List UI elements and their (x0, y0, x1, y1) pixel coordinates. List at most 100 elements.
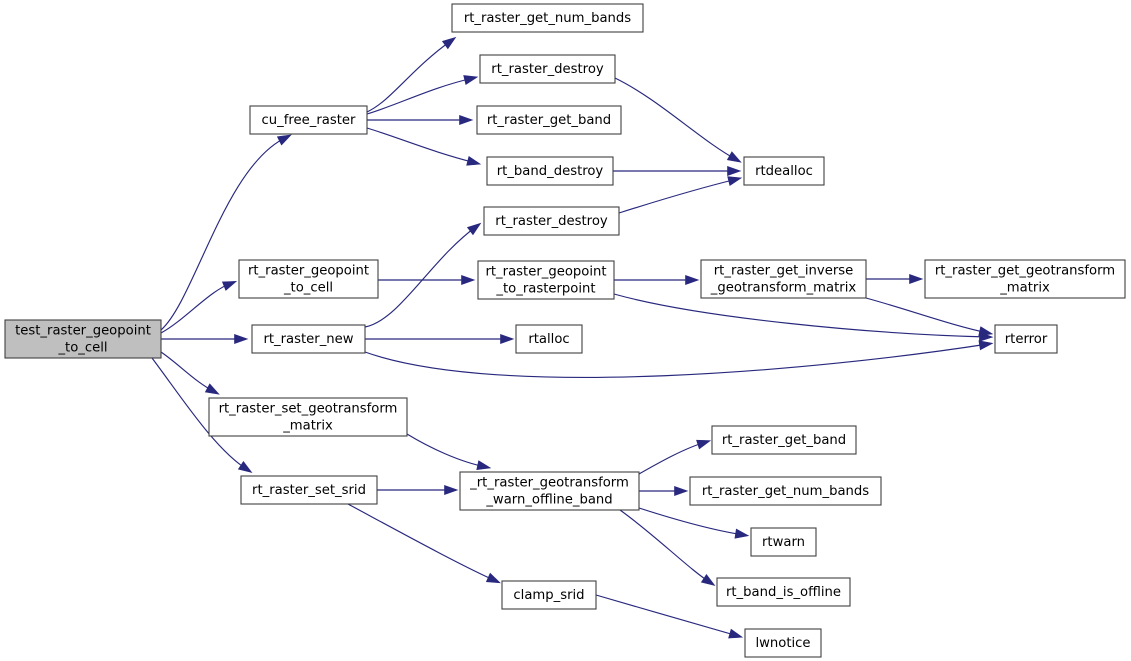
graph-node-label: rt_raster_geopoint (248, 264, 369, 279)
graph-node-label: rt_raster_destroy (495, 214, 608, 229)
call-edge-arrowhead (441, 36, 457, 50)
graph-node-clamp-srid[interactable]: clamp_srid (501, 580, 597, 610)
graph-node-rt-raster-set-geotransform-matrix[interactable]: rt_raster_set_geotransform_matrix (208, 397, 408, 437)
graph-node-rt-band-destroy[interactable]: rt_band_destroy (486, 156, 614, 186)
graph-node-label: _to_cell (283, 281, 333, 296)
graph-node-box[interactable] (711, 425, 857, 455)
graph-node-label: rt_raster_geopoint (485, 265, 606, 280)
graph-node-label: _warn_offline_band (485, 493, 612, 508)
graph-node-box[interactable] (238, 259, 379, 299)
graph-node-box[interactable] (924, 259, 1126, 299)
graph-node-rtalloc[interactable]: rtalloc (515, 324, 583, 354)
graph-node-box[interactable] (744, 628, 822, 658)
call-edge (364, 225, 478, 328)
call-edge-arrowhead (979, 331, 994, 342)
graph-node-box[interactable] (700, 259, 867, 299)
graph-node-box[interactable] (476, 105, 622, 135)
graph-node-rt-raster-get-band[interactable]: rt_raster_get_band (476, 105, 622, 135)
call-edge (366, 77, 474, 115)
graph-node-rt-raster-get-band[interactable]: rt_raster_get_band (711, 425, 857, 455)
graph-node-label: rtdealloc (755, 164, 813, 179)
graph-node-rt-raster-geopoint-to-rasterpoint[interactable]: rt_raster_geopoint_to_rasterpoint (477, 260, 615, 300)
call-edge-arrowhead (276, 134, 292, 146)
call-edge-arrowhead (466, 155, 482, 166)
call-edge-arrowhead (463, 75, 479, 85)
graph-node-rt-raster-new[interactable]: rt_raster_new (251, 324, 366, 354)
graph-node-box[interactable] (249, 105, 368, 135)
graph-node-rt-raster-get-inverse-geotransform-matrix[interactable]: rt_raster_get_inverse _geotransform_matri… (700, 259, 867, 299)
graph-node-box[interactable] (750, 527, 817, 557)
call-edge-arrowhead (500, 333, 515, 345)
graph-node-test-raster-geopoint-to-cell[interactable]: test_raster_geopoint _to_cell (4, 319, 162, 359)
call-edge (160, 282, 233, 334)
call-edge (595, 594, 739, 637)
call-edge (160, 351, 216, 393)
graph-node-box[interactable] (208, 397, 408, 437)
call-edge (619, 509, 712, 584)
nodes-layer: test_raster_geopoint _to_cell cu_free_rast… (4, 3, 1126, 658)
graph-node-box[interactable] (459, 471, 640, 511)
graph-node-rtdealloc[interactable]: rtdealloc (743, 156, 825, 186)
graph-node-rt-raster-get-num-bands[interactable]: rt_raster_get_num_bands (451, 3, 644, 33)
graph-node-rt-raster-geotransform-warn-offline-band[interactable]: _rt_raster_geotransform_warn_offline_ban… (459, 471, 640, 511)
graph-node-box[interactable] (515, 324, 583, 354)
call-edge-arrowhead (674, 485, 689, 497)
graph-node-label: test_raster_geopoint (15, 324, 151, 339)
graph-node-label: rterror (1005, 332, 1048, 347)
graph-node-label: _geotransform_matrix (710, 281, 857, 296)
call-edge (618, 178, 738, 214)
graph-node-cu-free-raster[interactable]: cu_free_raster (249, 105, 368, 135)
graph-node-rterror[interactable]: rterror (994, 324, 1058, 354)
graph-node-label: rt_raster_get_inverse (714, 264, 853, 279)
call-edge-arrowhead (726, 151, 742, 163)
call-edge-arrowhead (204, 383, 220, 395)
call-edge (865, 297, 989, 334)
call-edge-arrowhead (221, 281, 238, 291)
graph-node-label: lwnotice (755, 636, 810, 651)
call-edge (614, 77, 738, 161)
graph-node-rt-raster-get-geotransform-matrix[interactable]: rt_raster_get_geotransform _matrix (924, 259, 1126, 299)
graph-node-box[interactable] (716, 577, 851, 607)
edges-layer (151, 36, 994, 639)
graph-node-label: rtwarn (762, 535, 805, 550)
graph-node-box[interactable] (483, 206, 620, 236)
call-edge-arrowhead (734, 528, 750, 539)
graph-node-box[interactable] (994, 324, 1058, 354)
call-edge-arrowhead (727, 165, 742, 177)
graph-node-rt-raster-geopoint-to-cell[interactable]: rt_raster_geopoint _to_cell (238, 259, 379, 299)
graph-node-rtwarn[interactable]: rtwarn (750, 527, 817, 557)
graph-node-label: rtalloc (528, 332, 569, 347)
graph-node-box[interactable] (477, 260, 615, 300)
graph-node-label: _to_cell (57, 341, 107, 356)
graph-node-rt-raster-get-num-bands[interactable]: rt_raster_get_num_bands (689, 476, 882, 506)
graph-node-label: _matrix (999, 281, 1050, 296)
graph-node-box[interactable] (743, 156, 825, 186)
graph-node-rt-raster-destroy[interactable]: rt_raster_destroy (483, 206, 620, 236)
graph-node-label: clamp_srid (513, 588, 584, 603)
graph-node-box[interactable] (501, 580, 597, 610)
call-edge-arrowhead (476, 460, 492, 471)
graph-node-box[interactable] (689, 476, 882, 506)
call-edge-arrowhead (234, 333, 249, 345)
graph-node-box[interactable] (4, 319, 162, 359)
graph-node-rt-band-is-offline[interactable]: rt_band_is_offline (716, 577, 851, 607)
graph-node-box[interactable] (240, 475, 378, 505)
call-edge-arrowhead (444, 484, 459, 496)
graph-node-rt-raster-destroy[interactable]: rt_raster_destroy (479, 54, 616, 84)
call-edge (364, 343, 989, 379)
graph-node-label: rt_raster_destroy (491, 62, 604, 77)
graph-node-label: cu_free_raster (262, 113, 356, 128)
graph-node-box[interactable] (479, 54, 616, 84)
call-edge (638, 507, 745, 536)
graph-node-box[interactable] (251, 324, 366, 354)
graph-node-label: rt_raster_new (263, 332, 353, 347)
graph-node-rt-raster-set-srid[interactable]: rt_raster_set_srid (240, 475, 378, 505)
graph-node-lwnotice[interactable]: lwnotice (744, 628, 822, 658)
graph-node-label: rt_raster_get_band (722, 433, 846, 448)
graph-node-box[interactable] (451, 3, 644, 33)
call-edge-arrowhead (978, 340, 994, 351)
graph-node-label: rt_raster_get_geotransform (935, 264, 1115, 279)
call-edge-arrowhead (459, 114, 474, 126)
graph-node-box[interactable] (486, 156, 614, 186)
